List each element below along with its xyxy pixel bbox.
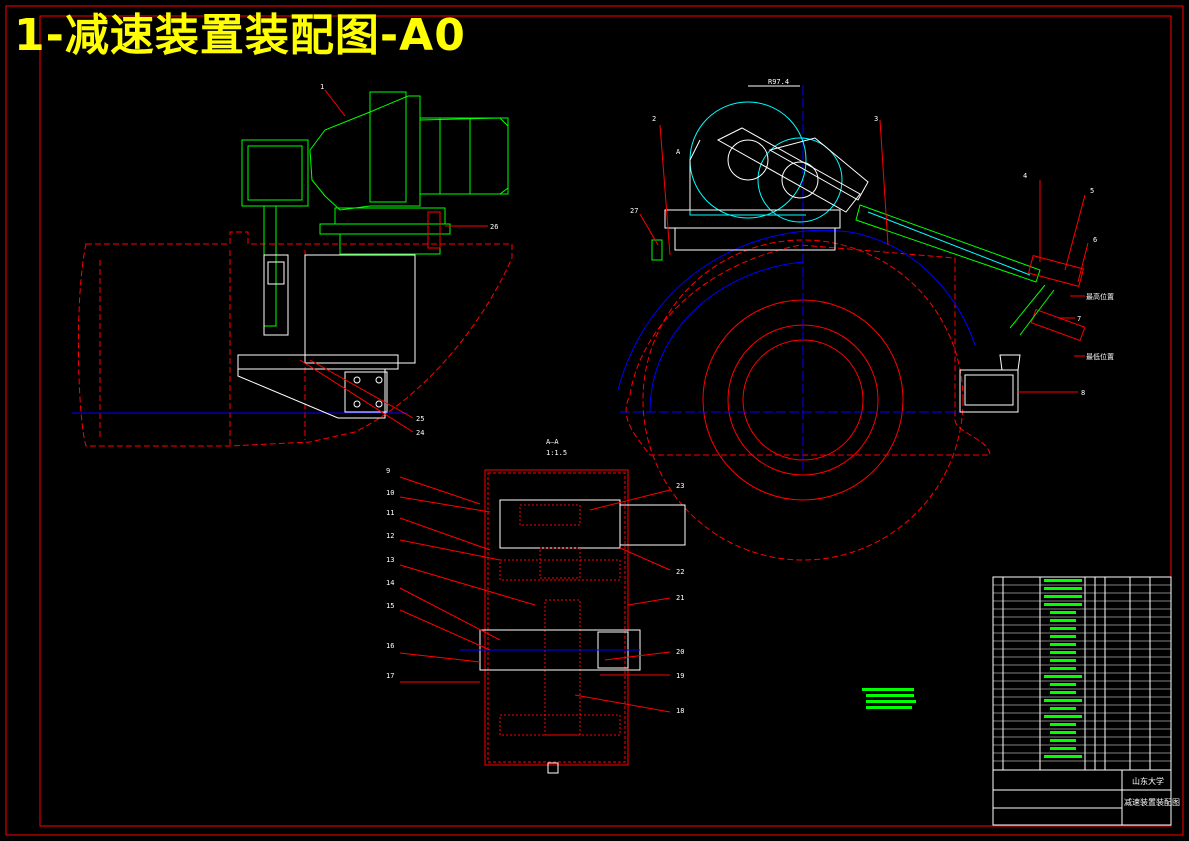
section-view: A—A 1:1.5 9 10 11 12 13	[386, 438, 686, 774]
outer-frame	[5, 5, 1184, 836]
section-label-18: 18	[676, 707, 684, 715]
left-view: 1 26 25 24	[72, 83, 513, 447]
note-lowest-position: 最低位置	[1086, 352, 1114, 361]
right-label-7: 7	[1077, 315, 1081, 323]
svg-text:R97.4: R97.4	[768, 78, 789, 86]
section-label-13: 13	[386, 556, 394, 564]
section-label-17: 17	[386, 672, 394, 680]
technical-notes	[862, 688, 916, 709]
right-label-27: 27	[630, 207, 638, 215]
right-label-6: 6	[1093, 236, 1097, 244]
left-label-1: 1	[320, 83, 324, 91]
right-label-4: 4	[1023, 172, 1027, 180]
note-highest-position: 最高位置	[1086, 292, 1114, 301]
section-label-23: 23	[676, 482, 684, 490]
left-label-24: 24	[416, 429, 424, 437]
section-scale: 1:1.5	[546, 449, 567, 457]
drawing-name: 减速装置装配图	[1124, 797, 1180, 807]
section-label-15: 15	[386, 602, 394, 610]
right-view: R97.4 2 3 4 5 6 7 8 27 最高位置 最低位置 A	[617, 78, 1114, 561]
section-label-9: 9	[386, 467, 390, 475]
parts-list-green-entries	[1044, 579, 1082, 758]
section-label-10: 10	[386, 489, 394, 497]
section-label-11: 11	[386, 509, 394, 517]
section-label-21: 21	[676, 594, 684, 602]
right-label-5: 5	[1090, 187, 1094, 195]
section-label-19: 19	[676, 672, 684, 680]
left-label-25: 25	[416, 415, 424, 423]
school-name: 山东大学	[1132, 776, 1164, 786]
right-label-8: 8	[1081, 389, 1085, 397]
inner-frame	[39, 15, 1172, 827]
section-label: A—A	[546, 438, 559, 446]
section-label-14: 14	[386, 579, 394, 587]
view-marker-a: A	[676, 148, 681, 156]
section-label-22: 22	[676, 568, 684, 576]
right-label-2: 2	[652, 115, 656, 123]
left-label-26: 26	[490, 223, 498, 231]
parts-list-rows	[993, 584, 1171, 762]
section-label-20: 20	[676, 648, 684, 656]
section-label-16: 16	[386, 642, 394, 650]
right-label-3: 3	[874, 115, 878, 123]
section-label-12: 12	[386, 532, 394, 540]
drawing-title: 1-减速装置装配图-A0	[14, 10, 466, 61]
